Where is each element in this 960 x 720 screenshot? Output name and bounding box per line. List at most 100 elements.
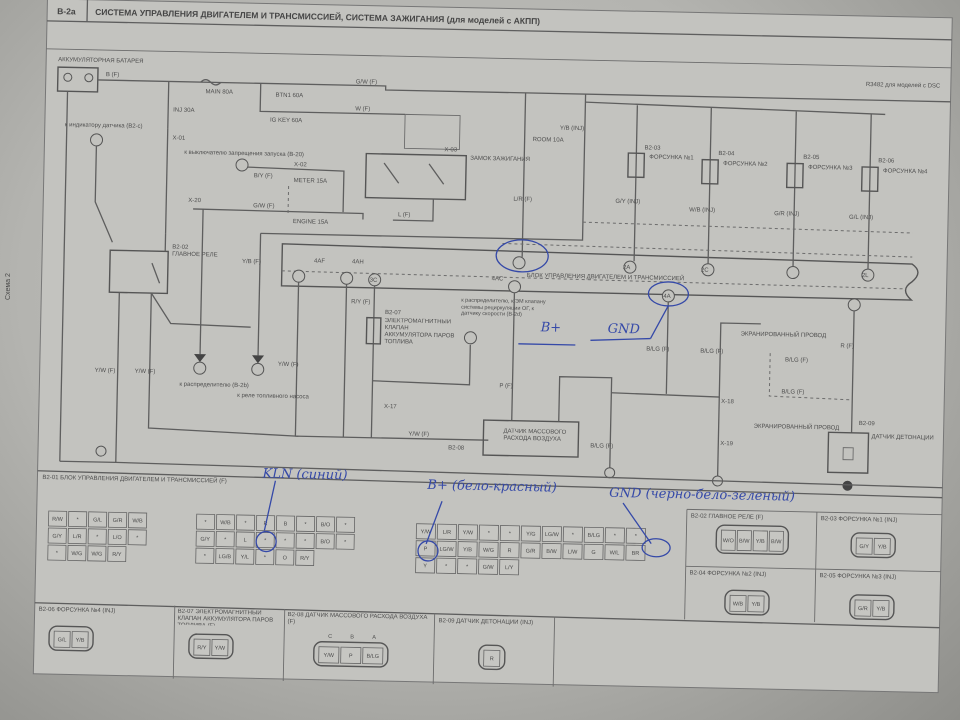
connector-cell-label: LG/B [218, 554, 231, 560]
panel-title: B2-04 ФОРСУНКА №2 (INJ) [690, 569, 767, 578]
connector-cell [854, 599, 872, 617]
connector-cell [747, 595, 765, 613]
pin-label: 4AH [352, 259, 364, 265]
connector-cell-label: L/R [443, 530, 452, 536]
connector-cell-label: * [284, 538, 287, 544]
connector-cell [107, 528, 127, 546]
connector-cell [235, 514, 256, 531]
link-label: к индикатору датчика (B2-c) [65, 122, 143, 130]
arrow-icon [194, 354, 207, 363]
connector-cell-label: * [445, 564, 448, 570]
arrow-icon [252, 355, 265, 364]
wire-label: Y/B (INJ) [560, 126, 584, 133]
connector-cell [478, 524, 499, 541]
connector-cell-label: Y/B [756, 539, 765, 545]
connector-cell [195, 547, 215, 564]
wire-label: B/LG (F) [590, 443, 613, 449]
connector-cell-label: * [635, 534, 638, 540]
wire-label: G/L (INJ) [849, 215, 873, 222]
handwritten-bplus: B+ [540, 320, 562, 335]
connector-cell-label: * [344, 523, 347, 529]
wire-label: B (F) [106, 72, 119, 78]
connector-cell-label: * [304, 522, 307, 528]
connector-cell-label: W/O [723, 538, 735, 544]
connector-cell [583, 543, 604, 561]
connector-cell-label: G/W [483, 565, 495, 571]
connector-cell [583, 526, 604, 544]
injector-label: ФОРСУНКА №3 [808, 164, 853, 172]
connector-cell [53, 630, 71, 648]
connector-housing [188, 633, 234, 660]
connector-cell [873, 537, 891, 556]
connector-cell-label: G [591, 550, 595, 556]
panel-title: B2-06 ФОРСУНКА №4 (INJ) [39, 606, 116, 615]
connector-label: B2-05 [803, 155, 820, 161]
connector-cell-label: * [614, 533, 617, 539]
connector-cell-label: LG/W [545, 532, 560, 538]
legend-note: R3482 для моделей с DSC [866, 81, 941, 90]
connector-cell [47, 544, 67, 561]
connector-cell [520, 542, 541, 559]
connector-cell-label: * [136, 535, 139, 541]
handwritten-gnd-note: GND (черно-бело-зеленый) [609, 486, 795, 505]
handwritten-annotations: B+ GND KLN (синий) B+ (бело-красный) GND… [255, 239, 795, 562]
injector-4: ФОРСУНКА №4 B2-06 G/L (INJ) [849, 114, 928, 270]
panel-title: B2-08 ДАТЧИК МАССОВОГО РАСХОДА ВОЗДУХА (… [287, 612, 428, 626]
connector-cell [127, 529, 147, 546]
main-relay [108, 249, 169, 295]
connector-cell [318, 646, 340, 664]
connector-label: X-01 [173, 136, 186, 142]
connector-cell [436, 540, 457, 557]
fuse-btn1-label: BTN1 60A [275, 93, 303, 100]
wire-label: Y/W (F) [135, 369, 156, 375]
panel-title-maf: B2-08 ДАТЧИК МАССОВОГО РАСХОДА ВОЗДУХА (… [287, 612, 428, 626]
connector-cell [499, 542, 520, 559]
connector-cell [48, 510, 68, 527]
maf-sensor-text: ДАТЧИК МАССОВОГО РАСХОДА ВОЗДУХА [503, 428, 567, 443]
connector-cell [340, 646, 362, 664]
connector-cell-label: B/O [321, 522, 331, 528]
wire-label: P (F) [499, 383, 512, 389]
connector-cell-label: L/W [568, 549, 579, 555]
connector-cell-label: * [264, 538, 267, 544]
connector-cell-label: * [56, 551, 59, 557]
connector-label: X-20 [188, 198, 201, 204]
connector-cell-label: Y/W [463, 530, 474, 536]
connector-cell [128, 512, 148, 529]
injector-icon [701, 158, 719, 185]
panel-title: B2-05 ФОРСУНКА №3 (INJ) [819, 572, 896, 581]
connector-cell [872, 599, 890, 618]
sensor-link-icon [90, 133, 104, 147]
injector-icon [627, 152, 646, 179]
connector-cell-label: B/W [739, 538, 750, 544]
connector-cell [295, 549, 315, 566]
connector-cell [499, 525, 520, 542]
connector-cell-label: * [96, 535, 99, 541]
connector-cell-label: W/L [610, 550, 620, 556]
connector-housing [724, 589, 770, 616]
injector-label: ФОРСУНКА №4 [883, 167, 928, 175]
connector-cell-label: R [490, 656, 494, 662]
ecu-pins: 4AF 4AH 3C 4AC 2A 2C 2L 4A [292, 256, 875, 312]
connector-cell [541, 525, 562, 543]
pin-label: 2C [701, 268, 709, 274]
connector-cell [255, 548, 275, 566]
connector-cell-label: R/W [52, 517, 64, 523]
purge-valve-text: ЭЛЕКТРОМАГНИТНЫЙ КЛАПАН АККУМУЛЯТОРА ПАР… [384, 317, 455, 346]
fuse-main-icon [200, 79, 222, 86]
connector-cell-label: W/B [733, 601, 744, 607]
panel-title: B2-01 БЛОК УПРАВЛЕНИЯ ДВИГАТЕЛЕМ И ТРАНС… [42, 473, 227, 485]
connector-cell-label: Y/L [241, 555, 249, 561]
maf-sensor-label: ДАТЧИК МАССОВОГО РАСХОДА ВОЗДУХА [503, 428, 567, 443]
connector-cell [736, 530, 752, 552]
starter-link-icon [235, 158, 249, 172]
connector-cell [107, 545, 127, 563]
connector-label: B2-02 [172, 245, 189, 251]
connector-cell [87, 545, 107, 562]
connector-cell-label: Y/W [324, 653, 335, 659]
connector-cell-label: * [204, 520, 207, 526]
connector-cell-label: G/L [93, 517, 102, 523]
connector-cell [108, 511, 128, 529]
connector-cell [768, 530, 784, 552]
connector-cell-label: * [244, 521, 247, 527]
